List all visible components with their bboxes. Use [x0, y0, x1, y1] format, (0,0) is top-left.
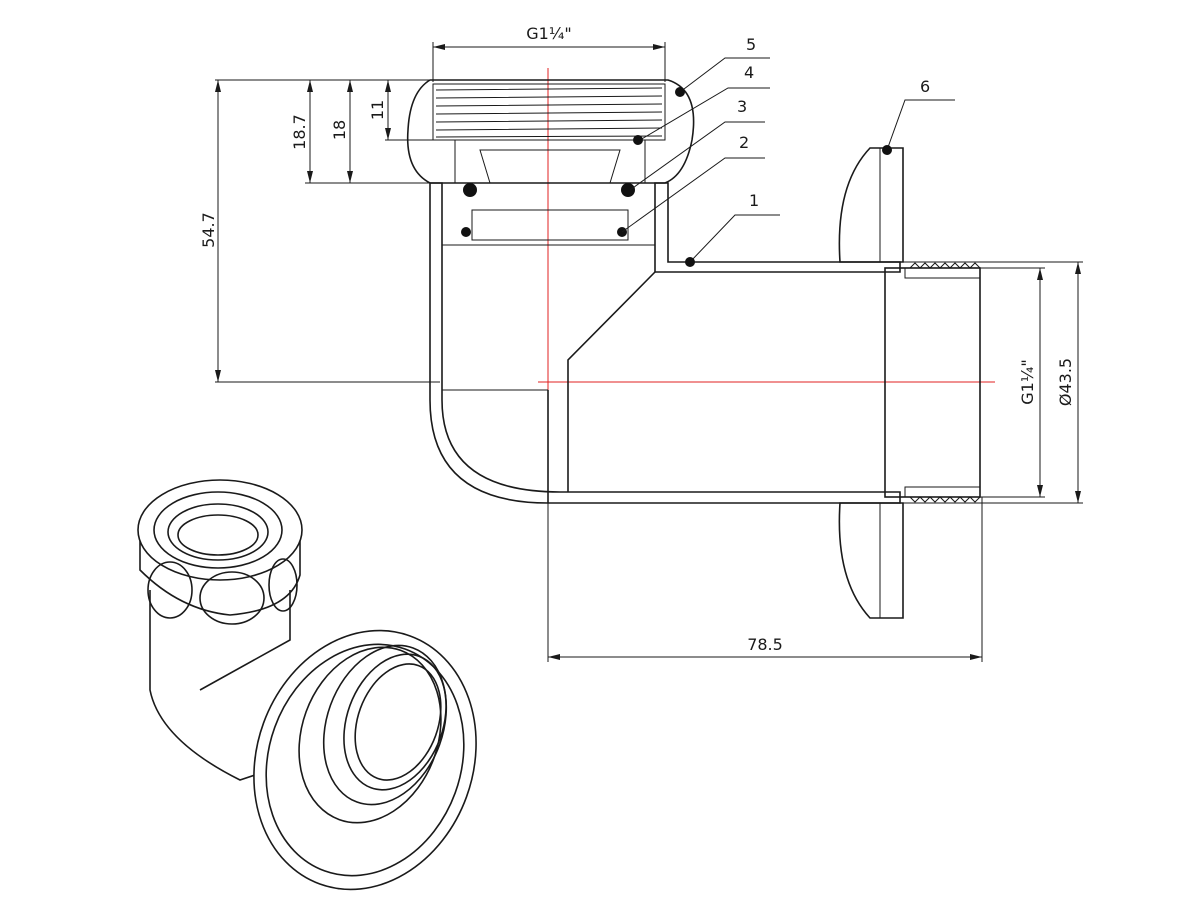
- dim-height-18: 18: [330, 120, 349, 140]
- dim-height-18-7: 18.7: [290, 114, 309, 150]
- dim-length: 78.5: [747, 635, 783, 654]
- extension-lines: [215, 42, 1083, 662]
- elbow-body: [429, 182, 901, 504]
- callout-5: 5: [746, 35, 756, 54]
- callout-1: 1: [749, 191, 759, 210]
- callout-leaders: [621, 57, 955, 263]
- isometric-view: [137, 479, 477, 891]
- union-nut: [406, 79, 695, 184]
- callout-2: 2: [739, 133, 749, 152]
- dim-outlet-diameter: Ø43.5: [1056, 358, 1075, 406]
- callout-3: 3: [737, 97, 747, 116]
- dim-top-thread: G1¼": [526, 24, 571, 43]
- callout-6: 6: [920, 77, 930, 96]
- callout-dots: [633, 87, 892, 267]
- dim-outlet-thread: G1¼": [1018, 359, 1037, 404]
- centerlines: [538, 68, 995, 392]
- dimension-lines: [215, 44, 1081, 660]
- dim-height-total: 54.7: [199, 212, 218, 248]
- outlet-thread: [884, 262, 981, 503]
- wall-flange: [838, 147, 904, 619]
- dim-height-11: 11: [368, 100, 387, 120]
- callout-4: 4: [744, 63, 754, 82]
